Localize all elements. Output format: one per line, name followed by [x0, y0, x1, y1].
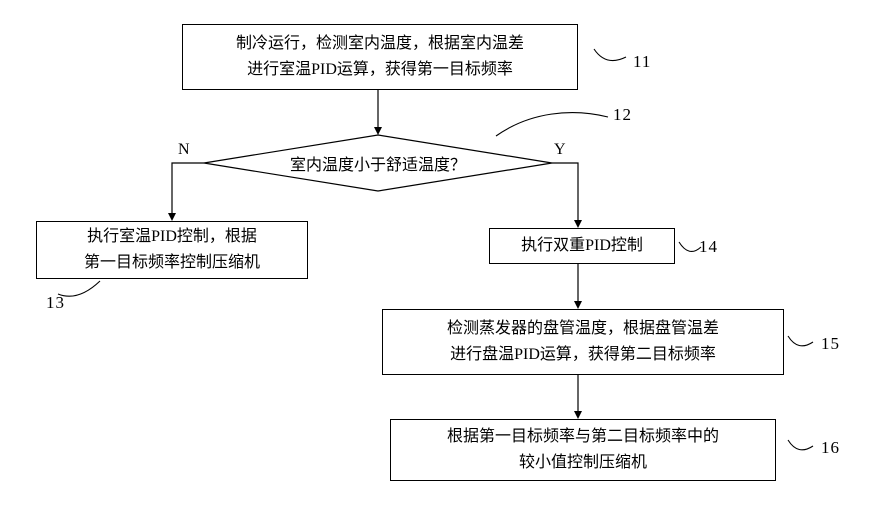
ref-leader-15 [787, 335, 814, 347]
ref-label-16: 16 [821, 438, 840, 457]
branch-label-yes: Y [554, 141, 566, 158]
node-step-15: 检测蒸发器的盘管温度，根据盘管温差 进行盘温PID运算，获得第二目标频率 [382, 309, 784, 375]
ref-label-15: 15 [821, 334, 840, 353]
decision-diamond-shape [203, 134, 553, 192]
edge-decision-no-line [171, 162, 204, 214]
node-step-14: 执行双重PID控制 [489, 228, 675, 264]
node-step-11: 制冷运行，检测室内温度，根据室内温差 进行室温PID运算，获得第一目标频率 [182, 24, 578, 90]
ref-leader-11 [593, 48, 627, 62]
ref-label-14: 14 [699, 237, 718, 256]
ref-label-12: 12 [613, 105, 632, 124]
ref-leader-14 [678, 241, 702, 253]
arrowhead-to-step13 [168, 213, 176, 221]
edge-decision-yes-line [552, 162, 579, 220]
node-step-13: 执行室温PID控制，根据 第一目标频率控制压缩机 [36, 221, 308, 279]
ref-label-13: 13 [46, 293, 65, 312]
arrowhead-to-step16 [574, 411, 582, 419]
branch-label-no: N [178, 141, 190, 158]
ref-leader-16 [787, 439, 814, 451]
arrowhead-to-step14 [574, 220, 582, 228]
node-step-16: 根据第一目标频率与第二目标频率中的 较小值控制压缩机 [390, 419, 776, 481]
arrowhead-to-step15 [574, 301, 582, 309]
ref-label-11: 11 [633, 52, 652, 71]
node-decision-12-label: 室内温度小于舒适温度？ [289, 157, 466, 174]
arrowhead-to-decision [374, 127, 382, 135]
ref-leader-12 [495, 112, 609, 137]
ref-leader-13 [57, 280, 101, 297]
